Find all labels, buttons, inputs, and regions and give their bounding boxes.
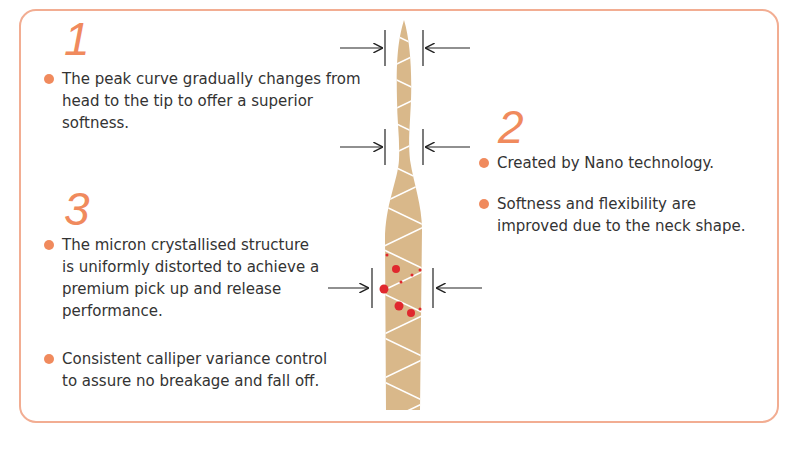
feature-text: The peak curve gradually changes from he… — [62, 68, 362, 134]
bullet-dot — [44, 74, 54, 84]
callout-number: 2 — [498, 104, 524, 150]
callout-number: 3 — [64, 186, 90, 232]
feature-text: Created by Nano technology. — [497, 152, 767, 174]
bullet-dot — [479, 199, 489, 209]
bullet-dot — [44, 240, 54, 250]
bullet-item: Softness and flexibility are improved du… — [497, 193, 767, 237]
crystal-dots — [380, 254, 422, 318]
feature-text: Consistent calliper variance control to … — [62, 348, 342, 392]
bullet-item: Created by Nano technology. — [497, 152, 767, 174]
bullet-dot — [44, 354, 54, 364]
feature-text: Softness and flexibility are improved du… — [497, 193, 767, 237]
bullet-item: Consistent calliper variance control to … — [62, 348, 342, 392]
lash-texture — [380, 28, 426, 424]
bullet-item: The micron crystallised structure is uni… — [62, 234, 324, 322]
bullet-item: The peak curve gradually changes from he… — [62, 68, 362, 134]
frame — [20, 10, 778, 422]
bullet-dot — [479, 158, 489, 168]
feature-text: The micron crystallised structure is uni… — [62, 234, 324, 322]
callout-number: 1 — [64, 16, 90, 62]
